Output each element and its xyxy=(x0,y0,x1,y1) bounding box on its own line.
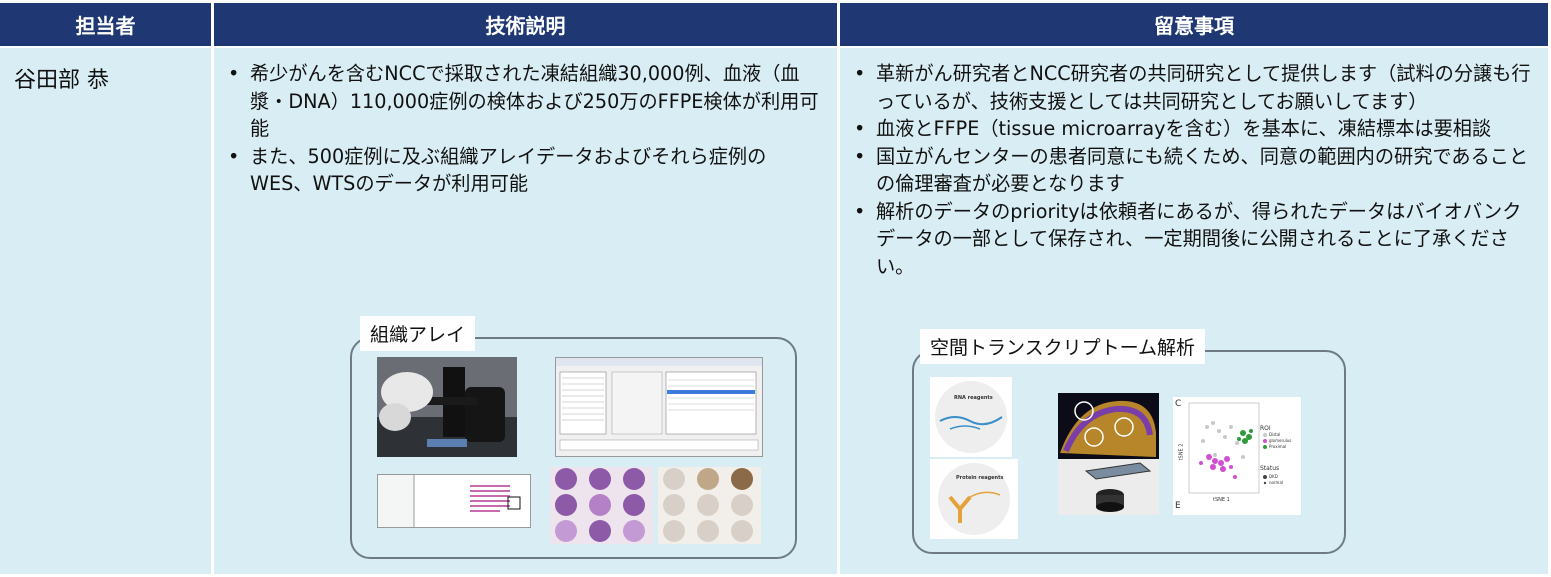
tsne-axis-x: tSNE 1 xyxy=(1213,497,1230,503)
notes-bullet: 血液とFFPE（tissue microarrayを含む）を基本に、凍結標本は要… xyxy=(850,115,1540,143)
tsne-roi-item: glomerulus xyxy=(1269,438,1292,443)
tsne-status-item: DKD xyxy=(1269,474,1278,479)
tsne-status-title: Status xyxy=(1260,465,1280,472)
notes-bullet: 国立がんセンターの患者同意にも続くため、同意の範囲内の研究であることの倫理審査が… xyxy=(850,143,1540,198)
tissue-array-label: 組織アレイ xyxy=(360,316,476,351)
instrument-image xyxy=(1058,459,1159,515)
he-cores-image xyxy=(550,467,653,544)
tsne-roi-item: Proximal xyxy=(1269,444,1287,449)
cell-person xyxy=(0,48,211,574)
protein-reagents-figure: Protein reagents xyxy=(930,459,1018,539)
tma-software-screenshot xyxy=(555,357,763,457)
header-notes: 留意事項 xyxy=(840,3,1548,46)
spatial-label: 空間トランスクリプトーム解析 xyxy=(920,329,1206,364)
tsne-status-item: normal xyxy=(1269,480,1284,485)
technique-list: 希少がんを含むNCCで採取された凍結組織30,000例、血液（血漿・DNA）11… xyxy=(224,60,824,198)
header-technique: 技術説明 xyxy=(214,3,837,46)
tsne-letter-e: E xyxy=(1175,501,1181,511)
fluorescence-tissue-image xyxy=(1058,393,1159,459)
tma-machine-photo xyxy=(377,357,517,457)
person-name: 谷田部 恭 xyxy=(14,68,109,93)
notes-bullet: 解析のデータのpriorityは依頼者にあるが、得られたデータはバイオバンクデー… xyxy=(850,198,1540,281)
tsne-letter-c: C xyxy=(1175,399,1182,409)
tsne-roi-title: ROI xyxy=(1260,425,1271,432)
notes-bullet: 革新がん研究者とNCC研究者の共同研究として提供します（試料の分譲も行っているが… xyxy=(850,60,1540,115)
tsne-axis-y: tSNE 2 xyxy=(1178,443,1185,461)
rna-reagents-figure: RNA reagents xyxy=(930,377,1012,457)
rna-title: RNA reagents xyxy=(954,395,993,401)
protein-title: Protein reagents xyxy=(956,475,1004,481)
ihc-cores-image xyxy=(658,467,761,544)
header-person: 担当者 xyxy=(0,3,211,46)
tsne-roi-item: Distal xyxy=(1269,432,1281,437)
tma-slide-photo xyxy=(377,474,531,528)
technique-bullet: 希少がんを含むNCCで採取された凍結組織30,000例、血液（血漿・DNA）11… xyxy=(224,60,824,143)
tsne-plot: C E tSNE 2 tSNE 1 ROI Distal glomerulus … xyxy=(1173,397,1301,515)
notes-list: 革新がん研究者とNCC研究者の共同研究として提供します（試料の分譲も行っているが… xyxy=(850,60,1540,280)
technique-bullet: また、500症例に及ぶ組織アレイデータおよびそれら症例のWES、WTSのデータが… xyxy=(224,143,824,198)
